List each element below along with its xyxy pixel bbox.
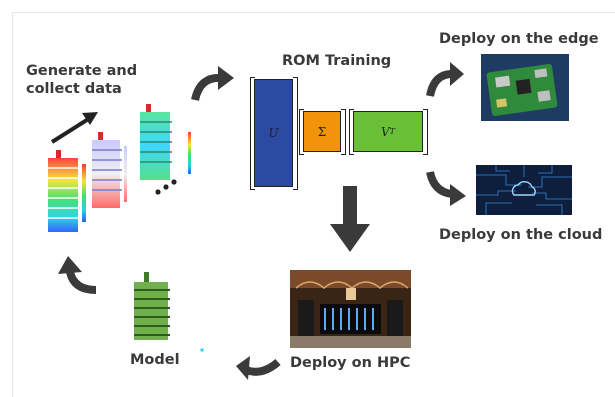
rom-training-label: ROM Training: [282, 53, 392, 69]
simulation-column-1: [48, 150, 86, 232]
sigma-matrix: Σ: [303, 111, 341, 152]
arrow-to-hpc: [330, 186, 370, 252]
vt-symbol: V: [380, 124, 390, 139]
u-symbol: U: [268, 126, 279, 140]
supercomputer-hall-icon: [290, 270, 411, 348]
arrow-to-rom-training: [191, 66, 234, 102]
deploy-hpc-label: Deploy on HPC: [290, 355, 411, 371]
simulation-column-2: [92, 132, 127, 208]
generate-data-label: Generate and collect data: [26, 62, 137, 98]
vt-superscript: T: [389, 127, 395, 136]
sigma-bracket-right: [341, 109, 346, 155]
generate-label-line2: collect data: [26, 81, 122, 97]
raspberry-pi-photo: [481, 54, 569, 121]
u-bracket-left: [250, 77, 255, 190]
u-matrix: U: [254, 79, 293, 187]
model-icon: [134, 272, 204, 352]
sigma-bracket-left: [299, 109, 304, 155]
frame-top-border: [12, 12, 615, 13]
collect-arrow: [50, 112, 98, 144]
raspberry-pi-board-icon: [481, 54, 569, 121]
arrow-to-edge: [426, 62, 464, 97]
generate-label-line1: Generate and: [26, 63, 138, 79]
cloud-circuit-photo: [476, 165, 572, 215]
cloud-circuit-icon: [476, 165, 572, 215]
deploy-cloud-label: Deploy on the cloud: [439, 227, 603, 243]
arrow-to-model: [236, 356, 281, 380]
supercomputer-hall-photo: [290, 270, 411, 348]
model-label: Model: [130, 352, 180, 368]
vt-bracket-right: [423, 109, 428, 155]
ellipsis-dots: [155, 179, 177, 195]
simulation-column-3: [140, 104, 191, 180]
arrow-to-cloud: [426, 171, 466, 206]
u-bracket-right: [293, 77, 298, 190]
frame-left-border: [12, 12, 13, 397]
deploy-edge-label: Deploy on the edge: [439, 31, 599, 47]
vt-bracket-left: [349, 109, 354, 155]
arrow-to-generate-data: [58, 256, 97, 294]
sigma-symbol: Σ: [317, 124, 327, 139]
